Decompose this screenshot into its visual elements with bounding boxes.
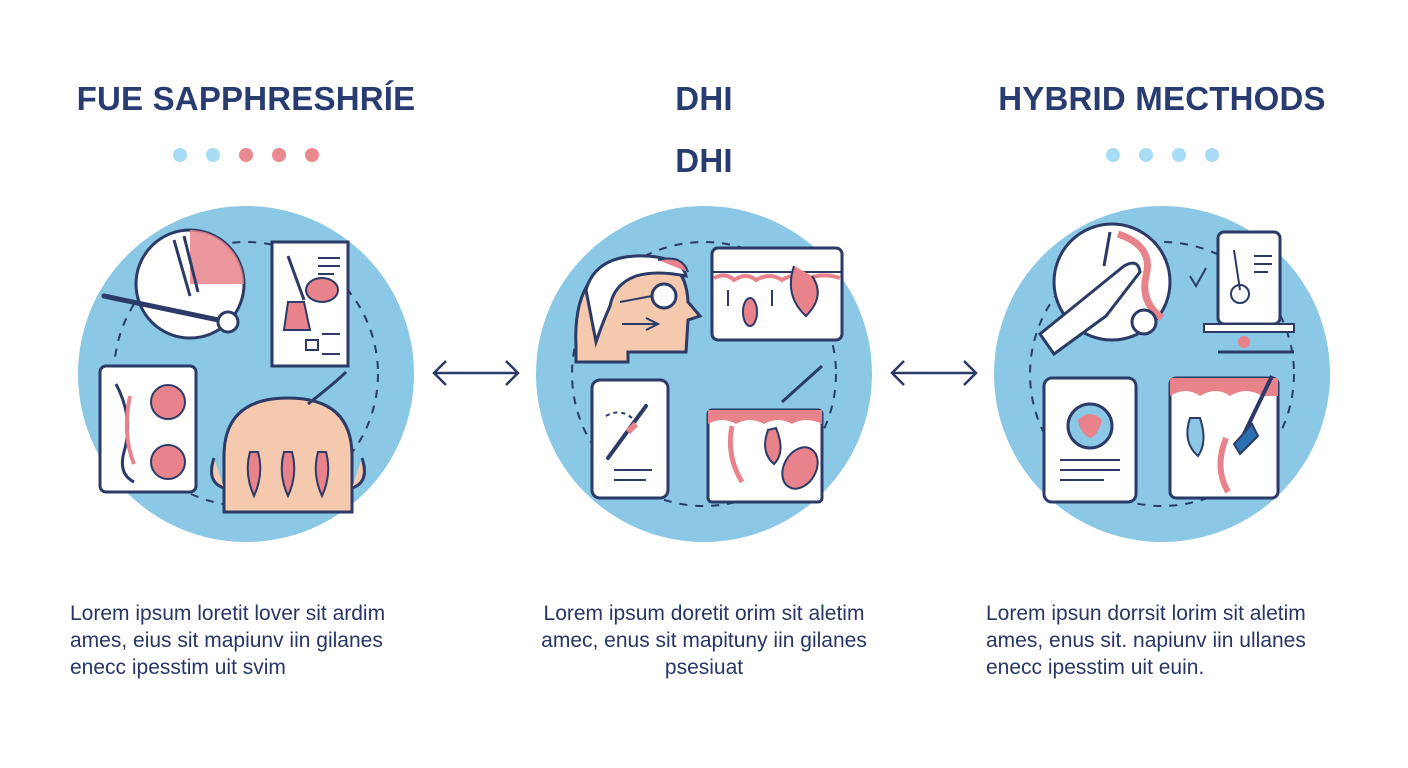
indicator-dot	[1105, 148, 1120, 162]
method-title: DHI	[675, 80, 733, 117]
skin-section-icon	[710, 246, 844, 342]
indicator-dot	[305, 148, 319, 162]
skin-tool-icon	[1168, 375, 1280, 500]
fue-illustration-icon	[78, 206, 414, 542]
monitor-icon	[1203, 230, 1295, 354]
indicator-dots	[36, 148, 456, 162]
description-line: amec, enus sit mapituny iin gilanes	[541, 629, 867, 652]
description-line: enecc ipesstim uit svim	[70, 656, 286, 679]
head-profile-icon	[574, 254, 703, 364]
description-line: Lorem ipsum loretit lover sit ardim	[70, 602, 386, 625]
method-title: HYBRID MECTHODS	[998, 80, 1326, 117]
double-arrow-icon	[886, 355, 982, 391]
scalp-graft-icon	[210, 370, 366, 514]
method-description: Lorem ipsum loretit lover sit ardim ames…	[70, 600, 490, 681]
description-line: enecc ipesstim uit euin.	[986, 656, 1205, 679]
description-line: psesiuat	[664, 656, 744, 679]
hand-tool-icon	[1037, 222, 1207, 357]
dhi-illustration-icon	[536, 206, 872, 542]
indicator-dot	[1138, 148, 1153, 162]
description-line: Lorem ipsum doretit orim sit aletim	[543, 602, 865, 625]
description-line: ames, enus sit. napiunv iin ullanes	[986, 629, 1306, 652]
double-arrow-icon	[428, 355, 524, 391]
punch-tool-icon	[101, 228, 246, 340]
indicator-dot	[206, 148, 220, 162]
indicator-dot	[272, 148, 286, 162]
follicle-skin-icon	[706, 364, 824, 504]
method-card-fue: FUE SAPPHRESHRÍE	[36, 0, 456, 768]
follicle-card-icon	[98, 364, 198, 494]
indicator-dot	[239, 148, 253, 162]
hybrid-illustration-icon	[994, 206, 1330, 542]
indicator-dots	[952, 148, 1372, 162]
document-icon	[270, 240, 350, 368]
method-title: FUE SAPPHRESHRÍE	[76, 80, 416, 117]
description-line: ames, eius sit mapiunv iin gilanes	[70, 629, 383, 652]
method-description: Lorem ipsum doretit orim sit aletim amec…	[494, 600, 914, 681]
description-line: Lorem ipsun dorrsit lorim sit aletim	[986, 602, 1306, 625]
method-card-hybrid: HYBRID MECTHODS	[952, 0, 1372, 768]
indicator-dot	[1204, 148, 1219, 162]
indicator-dot	[173, 148, 187, 162]
report-tablet-icon	[1042, 376, 1138, 504]
indicator-dot	[1171, 148, 1186, 162]
method-card-dhi: DHI DHI	[494, 0, 914, 768]
method-title-repeat: DHI	[675, 142, 733, 179]
implanter-pen-icon	[590, 378, 670, 500]
method-description: Lorem ipsun dorrsit lorim sit aletim ame…	[986, 600, 1406, 681]
